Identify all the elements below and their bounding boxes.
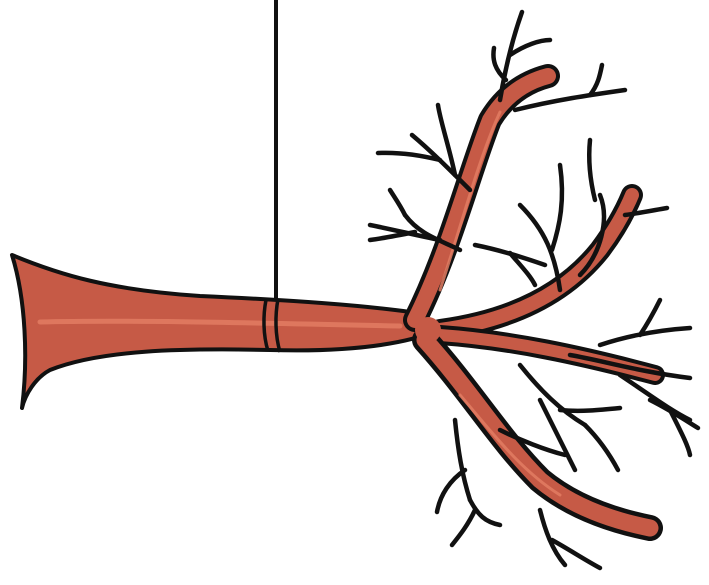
vessel-branches: [415, 76, 655, 528]
vessel-trunk: [12, 255, 440, 408]
